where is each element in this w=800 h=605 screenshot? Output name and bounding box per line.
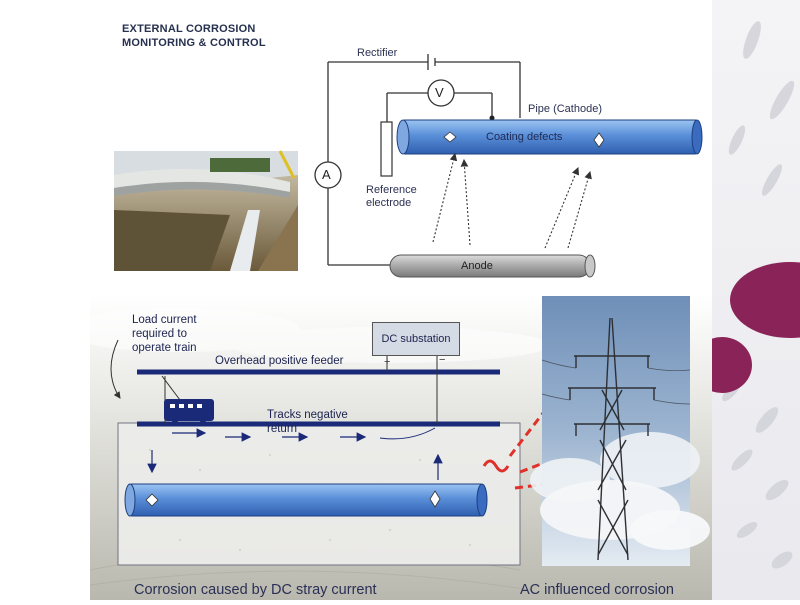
load-current-label: Load current required to operate train <box>132 313 197 355</box>
anode <box>389 254 596 278</box>
pipe-cathode <box>396 119 703 155</box>
diagram-title-line1: EXTERNAL CORROSION <box>122 23 256 35</box>
background-left <box>0 0 90 600</box>
train-icon <box>161 375 214 425</box>
ammeter-label: A <box>322 167 331 182</box>
tracks-return-line2: return <box>267 423 298 435</box>
ac-tilde-symbol <box>482 459 510 473</box>
substation-wiring <box>386 356 438 424</box>
voltmeter-icon <box>427 79 455 107</box>
dc-substation-box: DC substation <box>372 322 460 356</box>
pipe-cathode-label: Pipe (Cathode) <box>528 103 602 115</box>
diagram-title: EXTERNAL CORROSION MONITORING & CONTROL <box>122 22 266 50</box>
caption-dc-stray-current: Corrosion caused by DC stray current <box>134 582 377 598</box>
cathodic-protection-circuit <box>327 54 521 266</box>
caption-ac-corrosion: AC influenced corrosion <box>520 582 674 598</box>
load-current-line3: operate train <box>132 342 197 354</box>
pipeline-trench-photo <box>114 150 298 271</box>
voltmeter-label: V <box>435 85 444 100</box>
overhead-feeder-label: Overhead positive feeder <box>215 355 344 367</box>
tracks-return-line1: Tracks negative <box>267 409 348 421</box>
ammeter-icon <box>314 161 342 189</box>
tracks-return-label: Tracks negative return <box>267 408 348 436</box>
reference-electrode-label: Reference electrode <box>366 184 417 210</box>
return-current-curve <box>379 427 436 440</box>
reference-electrode-line1: Reference <box>366 184 417 196</box>
anode-label: Anode <box>461 260 493 272</box>
load-current-arrow <box>110 339 121 399</box>
reference-electrode <box>380 121 393 177</box>
pipe-stray-current <box>124 483 488 517</box>
rectifier-label: Rectifier <box>357 47 398 59</box>
decorative-background-right <box>692 0 800 600</box>
diagram-graphics <box>90 54 712 600</box>
dc-substation-minus: − <box>439 354 446 366</box>
load-current-line2: required to <box>132 328 187 340</box>
diagram-title-line2: MONITORING & CONTROL <box>122 37 266 49</box>
slide: EXTERNAL CORROSION MONITORING & CONTROL … <box>90 10 712 600</box>
power-tower-photo <box>530 296 710 566</box>
dc-substation-plus: + <box>384 356 391 368</box>
coating-defects-label: Coating defects <box>486 131 563 143</box>
load-current-line1: Load current <box>132 314 197 326</box>
reference-electrode-line2: electrode <box>366 197 412 209</box>
protective-current-arrows <box>432 152 592 249</box>
